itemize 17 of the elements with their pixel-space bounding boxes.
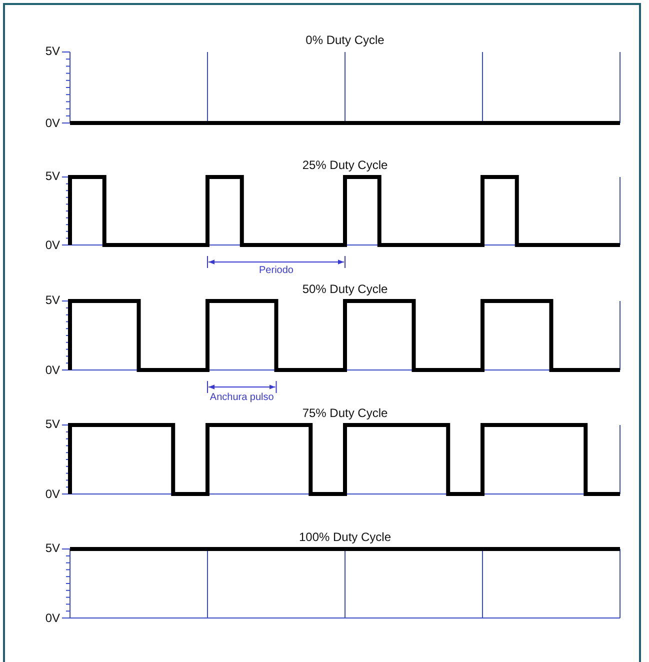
chart-title: 0% Duty Cycle — [306, 33, 384, 47]
axis-label: 0V — [45, 611, 60, 625]
chart-title: 25% Duty Cycle — [302, 158, 388, 172]
axis-label: 5V — [45, 44, 60, 58]
axis-label: 5V — [45, 169, 60, 183]
chart-title: 50% Duty Cycle — [302, 282, 388, 296]
axis-label: 5V — [45, 541, 60, 555]
dimension-label: Periodo — [259, 264, 294, 278]
axis-label: 5V — [45, 417, 60, 431]
axis-label: 5V — [45, 293, 60, 307]
chart-title: 100% Duty Cycle — [298, 530, 392, 544]
axis-label: 0V — [45, 238, 60, 252]
dimension-label: Anchura pulso — [210, 391, 274, 405]
chart-title: 75% Duty Cycle — [302, 406, 388, 420]
axis-label: 0V — [45, 363, 60, 377]
axis-label: 0V — [45, 116, 60, 130]
axis-label: 0V — [45, 487, 60, 501]
